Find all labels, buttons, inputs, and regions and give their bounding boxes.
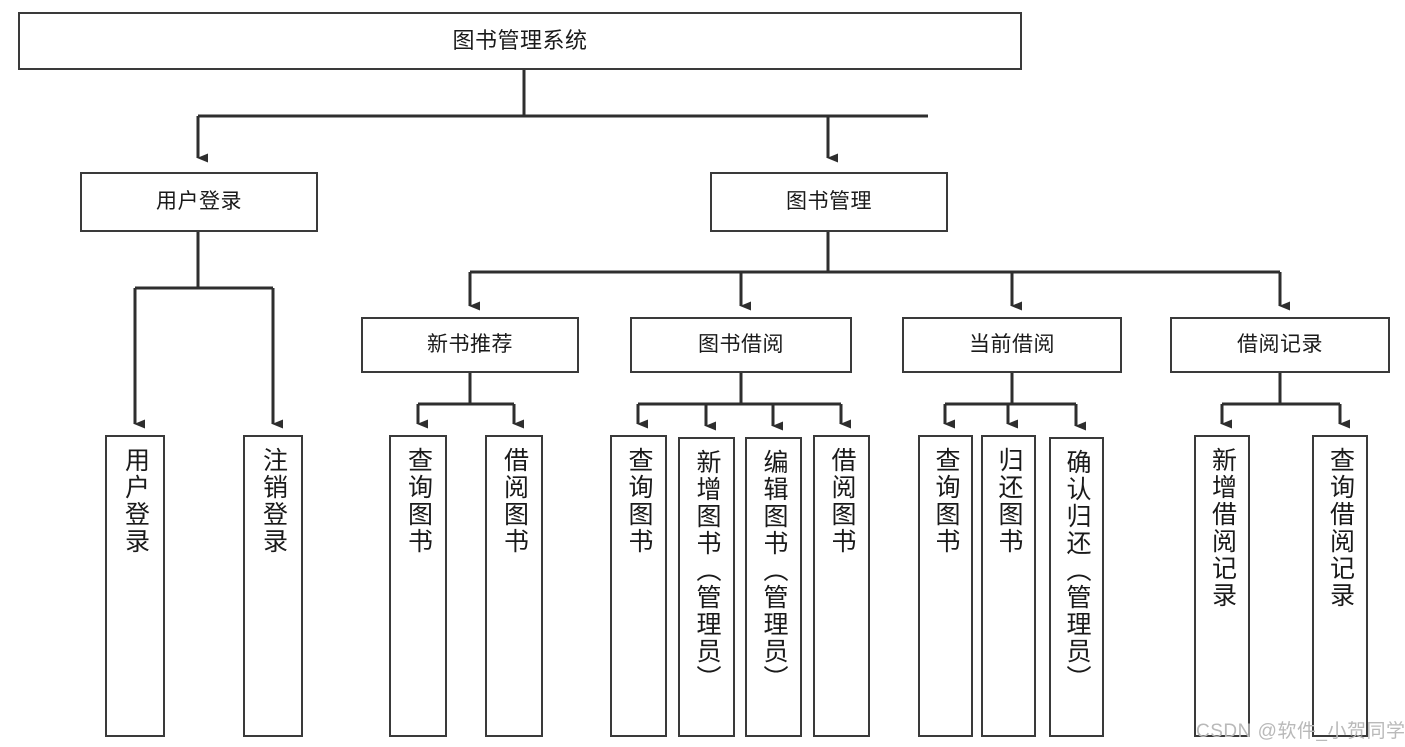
node-book-borrow[interactable]: 图书借阅 xyxy=(630,317,852,373)
node-book-borrow-label: 图书借阅 xyxy=(698,332,784,356)
node-root[interactable]: 图书管理系统 xyxy=(18,12,1022,70)
leaf-current-return-book[interactable]: 归还图书 xyxy=(981,435,1036,737)
leaf-current-confirm-return-admin[interactable]: 确认归还（管理员） xyxy=(1049,437,1104,737)
leaf-user-logout-label: 注销登录 xyxy=(259,447,288,555)
leaf-current-query-book[interactable]: 查询图书 xyxy=(918,435,973,737)
node-new-book-recommend[interactable]: 新书推荐 xyxy=(361,317,579,373)
leaf-current-query-book-label: 查询图书 xyxy=(932,447,960,555)
leaf-records-query-record[interactable]: 查询借阅记录 xyxy=(1312,435,1368,737)
leaf-borrow-lend-book[interactable]: 借阅图书 xyxy=(813,435,870,737)
leaf-borrow-edit-book-admin[interactable]: 编辑图书（管理员） xyxy=(745,437,802,737)
leaf-borrow-query-book-label: 查询图书 xyxy=(625,447,653,555)
node-new-book-recommend-label: 新书推荐 xyxy=(427,332,513,356)
leaf-newbook-query-book[interactable]: 查询图书 xyxy=(389,435,447,737)
watermark-text: CSDN @软件_小贺同学 xyxy=(1196,721,1405,742)
leaf-current-confirm-return-admin-label: 确认归还（管理员） xyxy=(1063,449,1091,692)
leaf-records-add-record-label: 新增借阅记录 xyxy=(1208,447,1237,609)
leaf-user-login-label: 用户登录 xyxy=(121,447,150,555)
node-book-management-label: 图书管理 xyxy=(786,189,872,213)
node-user-login-label: 用户登录 xyxy=(156,189,242,213)
leaf-borrow-lend-book-label: 借阅图书 xyxy=(828,447,856,555)
node-root-label: 图书管理系统 xyxy=(452,28,588,54)
leaf-records-add-record[interactable]: 新增借阅记录 xyxy=(1194,435,1250,737)
node-current-borrow-label: 当前借阅 xyxy=(969,332,1055,356)
leaf-borrow-add-book-admin[interactable]: 新增图书（管理员） xyxy=(678,437,735,737)
leaf-borrow-add-book-admin-label: 新增图书（管理员） xyxy=(693,449,721,692)
leaf-current-return-book-label: 归还图书 xyxy=(995,447,1023,555)
leaf-newbook-query-book-label: 查询图书 xyxy=(404,447,433,555)
node-book-management[interactable]: 图书管理 xyxy=(710,172,948,232)
leaf-records-query-record-label: 查询借阅记录 xyxy=(1326,447,1355,609)
leaf-user-login[interactable]: 用户登录 xyxy=(105,435,165,737)
node-current-borrow[interactable]: 当前借阅 xyxy=(902,317,1122,373)
leaf-user-logout[interactable]: 注销登录 xyxy=(243,435,303,737)
node-borrow-records[interactable]: 借阅记录 xyxy=(1170,317,1390,373)
node-user-login[interactable]: 用户登录 xyxy=(80,172,318,232)
leaf-newbook-borrow-book-label: 借阅图书 xyxy=(500,447,529,555)
leaf-borrow-query-book[interactable]: 查询图书 xyxy=(610,435,667,737)
node-borrow-records-label: 借阅记录 xyxy=(1237,332,1323,356)
leaf-newbook-borrow-book[interactable]: 借阅图书 xyxy=(485,435,543,737)
leaf-borrow-edit-book-admin-label: 编辑图书（管理员） xyxy=(760,449,788,692)
